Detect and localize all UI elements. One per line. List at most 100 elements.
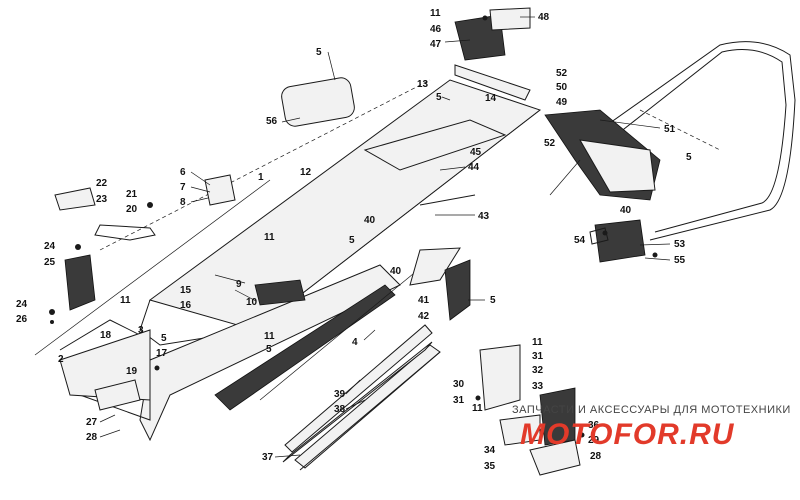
callout-42: 42 — [418, 311, 430, 322]
watermark-logo: MOTOFOR.RU — [520, 418, 735, 451]
callout-33: 33 — [532, 381, 544, 392]
callout-27: 27 — [86, 417, 98, 428]
callout-9: 9 — [236, 279, 242, 290]
rear-light — [489, 7, 531, 31]
callout-52a: 52 — [556, 68, 568, 79]
hardware-dots — [49, 15, 658, 438]
callout-13: 13 — [417, 79, 429, 90]
callout-11b: 11 — [264, 232, 275, 243]
rear-mud-flap — [594, 219, 646, 263]
callout-11e: 11 — [532, 337, 543, 348]
callout-24b: 24 — [16, 299, 28, 310]
callout-36: 36 — [588, 420, 600, 431]
callout-51: 51 — [664, 124, 676, 135]
callout-11: 11 — [430, 8, 441, 19]
callout-41: 41 — [418, 295, 430, 306]
callout-37: 37 — [262, 452, 274, 463]
callout-26: 26 — [16, 314, 28, 325]
rear-bracket-42 — [444, 259, 471, 321]
leader-lines — [99, 16, 671, 458]
callout-5b: 5 — [436, 92, 442, 103]
callout-50: 50 — [556, 82, 568, 93]
callout-22: 22 — [96, 178, 108, 189]
side-panel — [64, 254, 96, 311]
callout-5e: 5 — [490, 295, 496, 306]
flap-bracket — [454, 64, 531, 101]
callout-43: 43 — [478, 211, 490, 222]
callout-45: 45 — [470, 147, 482, 158]
callout-29: 29 — [588, 435, 600, 446]
heel-plate-right — [529, 439, 581, 476]
callout-40c: 40 — [620, 205, 632, 216]
callout-38: 38 — [334, 404, 346, 415]
callout-54: 54 — [574, 235, 586, 246]
callout-25: 25 — [44, 257, 56, 268]
callout-5g: 5 — [266, 344, 272, 355]
callout-3: 3 — [138, 325, 144, 336]
bracket-54 — [589, 227, 609, 245]
mount-bracket — [204, 174, 236, 206]
callout-16: 16 — [180, 300, 192, 311]
callout-28a: 28 — [86, 432, 98, 443]
callout-19: 19 — [126, 366, 138, 377]
callout-20: 20 — [126, 204, 138, 215]
callout-52b: 52 — [544, 138, 556, 149]
callout-5d: 5 — [349, 235, 355, 246]
callout-40b: 40 — [390, 266, 402, 277]
callout-18: 18 — [100, 330, 112, 341]
callout-labels: 1 2 3 4 5 6 7 8 9 10 11 12 13 14 15 16 1… — [16, 8, 692, 472]
callout-28b: 28 — [590, 451, 602, 462]
callout-15: 15 — [180, 285, 192, 296]
bracket — [94, 224, 156, 241]
watermark-tagline: ЗАПЧАСТИ И АКСЕССУАРЫ ДЛЯ МОТОТЕХНИКИ — [512, 404, 791, 416]
heel-plate — [94, 379, 141, 411]
callout-1: 1 — [258, 172, 264, 183]
callout-39: 39 — [334, 389, 346, 400]
callout-11d: 11 — [264, 331, 275, 342]
callout-53: 53 — [674, 239, 686, 250]
callout-8: 8 — [180, 197, 186, 208]
callout-6: 6 — [180, 167, 186, 178]
callout-5a: 5 — [316, 47, 322, 58]
callout-21: 21 — [126, 189, 138, 200]
callout-11c: 11 — [120, 295, 131, 306]
rear-footrest — [479, 344, 521, 411]
callout-24a: 24 — [44, 241, 56, 252]
callout-11f: 11 — [472, 403, 483, 414]
callout-14: 14 — [485, 93, 497, 104]
shield-right — [409, 247, 461, 286]
seat-cushion — [281, 77, 355, 127]
callout-46: 46 — [430, 24, 442, 35]
callout-2: 2 — [58, 354, 64, 365]
callout-44: 44 — [468, 162, 480, 173]
callout-35: 35 — [484, 461, 496, 472]
callout-17: 17 — [156, 348, 168, 359]
rails — [259, 259, 441, 471]
bottom-plate — [499, 414, 541, 446]
rod — [282, 341, 433, 463]
callout-48: 48 — [538, 12, 550, 23]
callout-32: 32 — [532, 365, 544, 376]
callout-31b: 31 — [453, 395, 465, 406]
callout-10: 10 — [246, 297, 258, 308]
flap-bar — [419, 194, 476, 206]
tunnel-bracket — [254, 279, 306, 306]
snow-flap — [544, 109, 661, 201]
callout-12: 12 — [300, 167, 312, 178]
callout-30: 30 — [453, 379, 465, 390]
rear-bumper — [599, 41, 796, 241]
callout-31a: 31 — [532, 351, 544, 362]
callout-4: 4 — [352, 337, 358, 348]
callout-55: 55 — [674, 255, 686, 266]
callout-49: 49 — [556, 97, 568, 108]
callout-56: 56 — [266, 116, 278, 127]
footrest-plate — [54, 187, 96, 211]
callout-34: 34 — [484, 445, 496, 456]
callout-7: 7 — [180, 182, 186, 193]
callout-23: 23 — [96, 194, 108, 205]
callout-5c: 5 — [686, 152, 692, 163]
callout-40a: 40 — [364, 215, 376, 226]
callout-5f: 5 — [161, 333, 167, 344]
callout-47: 47 — [430, 39, 442, 50]
